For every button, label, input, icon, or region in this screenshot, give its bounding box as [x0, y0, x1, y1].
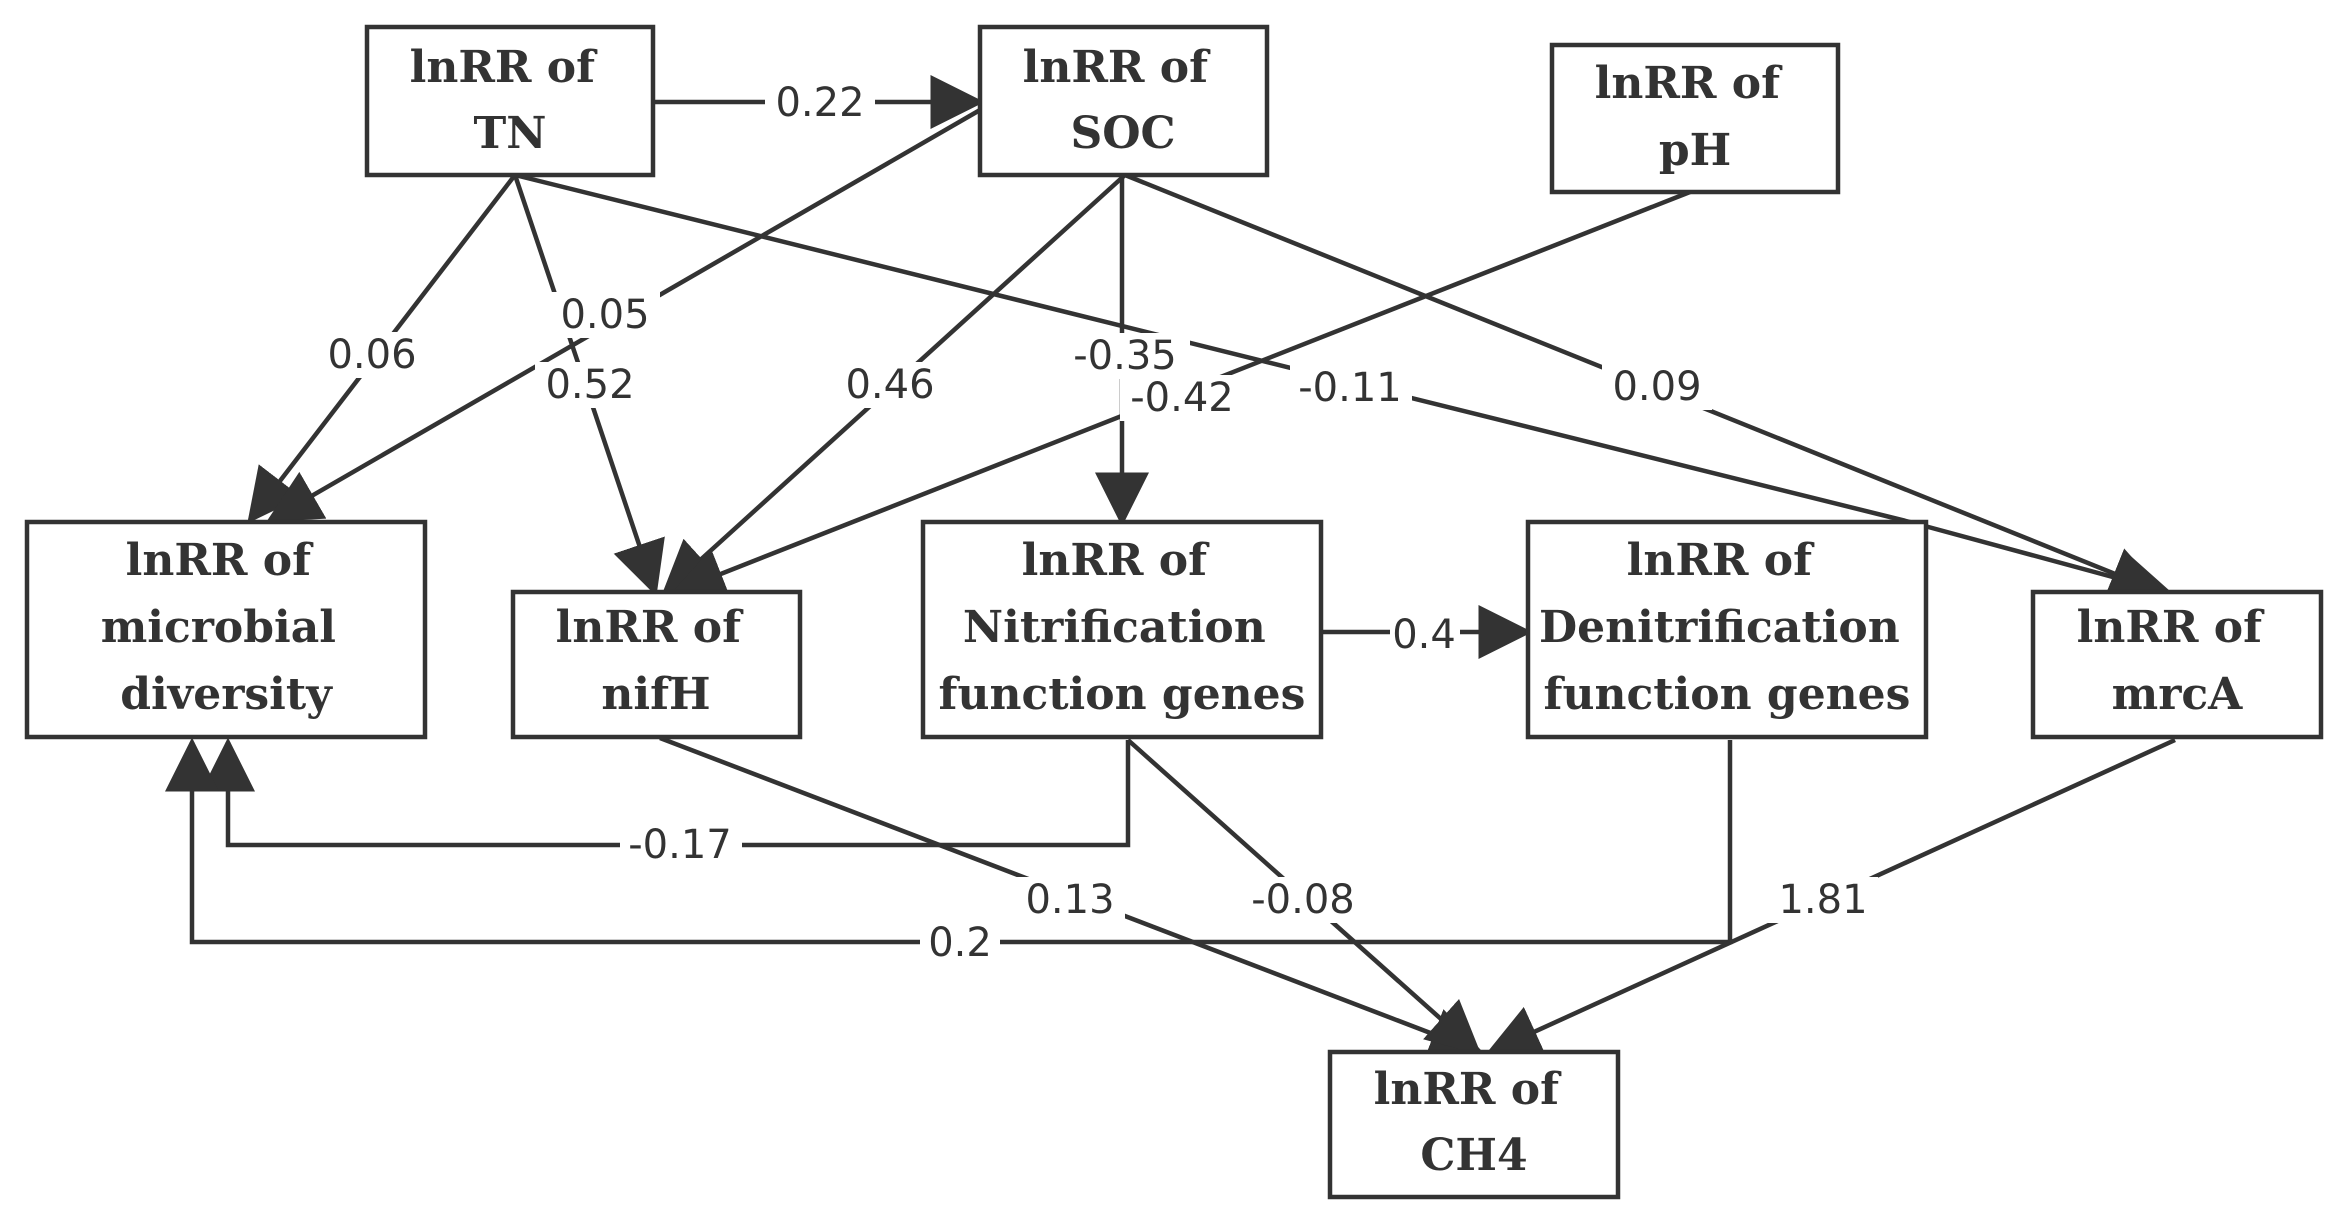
edge-label-soc-nifh: 0.46 [835, 362, 945, 408]
svg-text:-0.42: -0.42 [1130, 375, 1234, 421]
edge-label-soc-mrca: 0.09 [1602, 364, 1712, 410]
node-nifh-line-2: nifH [601, 669, 710, 720]
svg-text:1.81: 1.81 [1778, 877, 1867, 923]
svg-text:lnRR of CH4: lnRR of CH4 [1374, 1064, 1575, 1181]
svg-text:lnRR of microbial: lnRR of microbial diversity [101, 535, 352, 720]
node-tn-line-1: lnRR of [410, 42, 599, 93]
node-tn: lnRR of TN [364, 24, 656, 178]
node-nitrification-line-1: lnRR of [1022, 535, 1211, 586]
node-denitrification: lnRR of Denitrification function genes [1525, 519, 1929, 740]
node-denitrification-line-3: function genes [1544, 669, 1911, 720]
svg-text:-0.17: -0.17 [628, 822, 732, 868]
svg-text:0.22: 0.22 [775, 80, 864, 126]
nodes: lnRR of TN lnRR of SOC lnRR of pH lnRR o… [24, 24, 2324, 1200]
node-mrca: lnRR of mrcA [2030, 589, 2324, 740]
svg-text:0.52: 0.52 [545, 362, 634, 408]
node-ph-line-2: pH [1659, 125, 1731, 176]
svg-text:lnRR of Denitrificatio: lnRR of Denitrification function genes [1539, 535, 1915, 720]
svg-text:0.2: 0.2 [928, 920, 992, 966]
svg-text:0.4: 0.4 [1392, 612, 1456, 658]
edge-label-mrca-ch4: 1.81 [1768, 877, 1878, 923]
node-nitrification-line-3: function genes [939, 669, 1306, 720]
svg-text:lnRR of nifH: lnRR of nifH [556, 602, 757, 720]
edge-label-tn-microbial-diversity: 0.06 [318, 332, 428, 378]
edge-label-soc-microbial-diversity: 0.05 [550, 292, 660, 338]
edge-label-nitrification-ch4: -0.08 [1243, 877, 1365, 923]
edge-labels: 0.22 0.06 0.05 0.52 0.46 -0.35 -0.42 -0 [318, 80, 1878, 966]
svg-text:lnRR of SOC: lnRR of SOC [1023, 42, 1224, 159]
node-tn-line-2: TN [474, 108, 547, 159]
node-denitrification-line-1: lnRR of [1627, 535, 1816, 586]
node-microbial-diversity-line-1: lnRR of [126, 535, 315, 586]
edge-label-ph-nifh: -0.42 [1120, 375, 1245, 421]
edge-label-nitrification-denitrification: 0.4 [1390, 612, 1460, 658]
node-microbial-diversity: lnRR of microbial diversity [24, 519, 428, 740]
svg-text:-0.35: -0.35 [1073, 333, 1177, 379]
node-soc: lnRR of SOC [977, 24, 1270, 178]
svg-text:lnRR of Nitrification: lnRR of Nitrification function genes [939, 535, 1306, 720]
node-ch4-line-1: lnRR of [1374, 1064, 1563, 1115]
node-ch4: lnRR of CH4 [1327, 1049, 1621, 1200]
node-denitrification-line-2: Denitrification [1539, 602, 1900, 653]
node-mrca-line-2: mrcA [2112, 669, 2244, 720]
edge-label-denitrification-microbial-diversity: 0.2 [920, 920, 1000, 966]
node-microbial-diversity-line-2: microbial [101, 602, 336, 653]
node-nifh: lnRR of nifH [510, 589, 803, 740]
node-microbial-diversity-line-3: diversity [120, 669, 333, 720]
edge-label-nitrification-microbial-diversity: -0.17 [620, 822, 742, 868]
edge-label-tn-soc: 0.22 [765, 80, 875, 126]
svg-text:0.05: 0.05 [560, 292, 649, 338]
node-ch4-line-2: CH4 [1420, 1130, 1527, 1181]
svg-text:lnRR of mrcA: lnRR of mrcA [2077, 602, 2278, 720]
node-soc-line-2: SOC [1070, 108, 1175, 159]
node-nifh-line-1: lnRR of [556, 602, 745, 653]
svg-text:0.13: 0.13 [1025, 877, 1114, 923]
node-ph-line-1: lnRR of [1595, 58, 1784, 109]
svg-text:0.06: 0.06 [327, 332, 416, 378]
svg-text:lnRR of TN: lnRR of TN [410, 42, 611, 159]
edge-label-tn-nifh: 0.52 [535, 362, 645, 408]
svg-text:lnRR of pH: lnRR of pH [1595, 58, 1796, 176]
node-nitrification-line-2: Nitrification [963, 602, 1266, 653]
svg-text:-0.11: -0.11 [1298, 365, 1402, 411]
svg-text:0.46: 0.46 [845, 362, 934, 408]
edge-label-soc-nitrification: -0.35 [1065, 333, 1190, 379]
node-ph: lnRR of pH [1549, 42, 1841, 195]
node-mrca-line-1: lnRR of [2077, 602, 2266, 653]
svg-text:0.09: 0.09 [1612, 364, 1701, 410]
node-soc-line-1: lnRR of [1023, 42, 1212, 93]
svg-text:-0.08: -0.08 [1251, 877, 1355, 923]
node-nitrification: lnRR of Nitrification function genes [920, 519, 1324, 740]
edge-denitrification-microbial-diversity [165, 737, 1733, 945]
edge-label-tn-mrca: -0.11 [1290, 365, 1412, 411]
edge-label-nifh-ch4: 0.13 [1015, 877, 1125, 923]
